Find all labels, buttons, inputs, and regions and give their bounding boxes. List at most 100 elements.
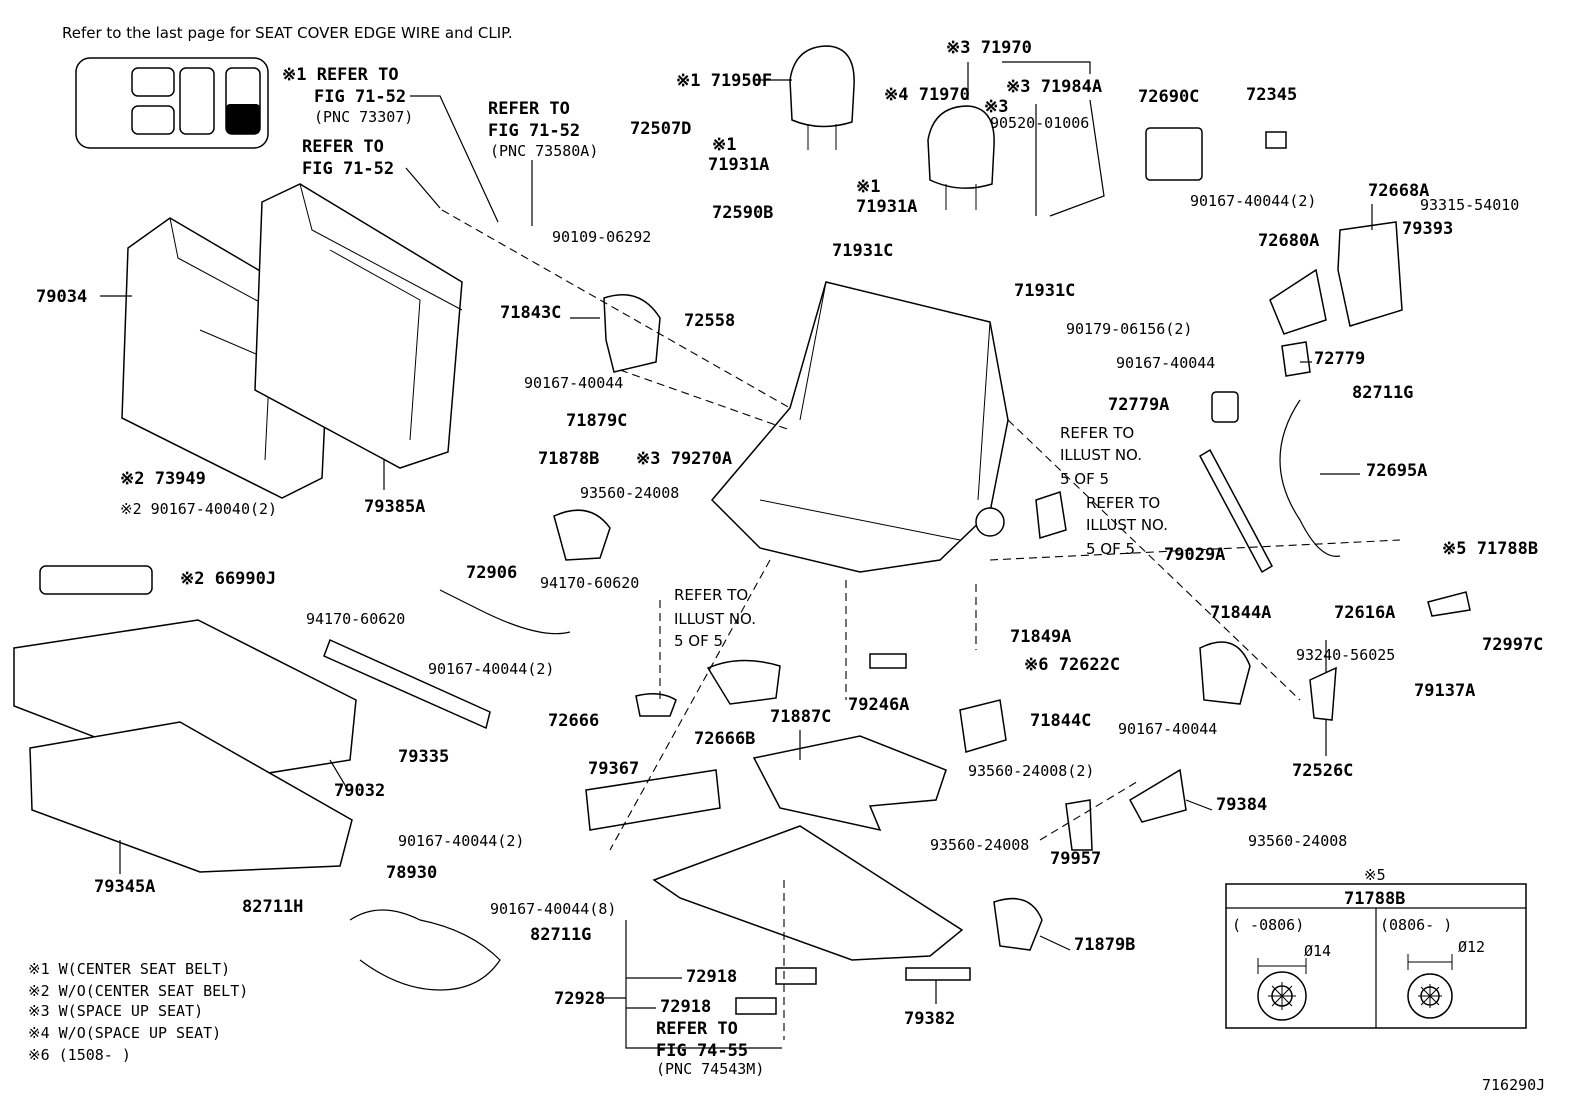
cover-79957 xyxy=(1065,799,1093,851)
label-ref2a: REFER TO xyxy=(488,99,570,119)
label-71931C-1: 71931C xyxy=(832,241,893,261)
label-ref4b: ILLUST NO. xyxy=(1060,446,1142,464)
part-labels: ※3 71970 ※1 71950F ※4 71970 ※3 71984A ※3… xyxy=(36,38,1543,1078)
cover-79382 xyxy=(905,967,971,981)
label-72680A: 72680A xyxy=(1258,231,1319,251)
label-93560-a: 93560-24008 xyxy=(580,484,679,502)
plate-71887C xyxy=(752,735,947,832)
label-79034: 79034 xyxy=(36,287,87,307)
label-90167-b: 90167-40044 xyxy=(1116,354,1215,372)
seat-frame-79270A xyxy=(710,281,1009,573)
label-ref1c: (PNC 73307) xyxy=(314,108,413,126)
label-72666B: 72666B xyxy=(694,729,755,749)
cable-72695A xyxy=(1279,399,1341,557)
label-79345A: 79345A xyxy=(94,877,155,897)
label-ref2c: (PNC 73580A) xyxy=(490,142,598,160)
label-79246A: 79246A xyxy=(848,695,909,715)
label-72779A: 72779A xyxy=(1108,395,1169,415)
cover-72779A xyxy=(1211,391,1239,423)
headrest-71950F xyxy=(789,45,855,150)
tray-66990J xyxy=(39,565,153,595)
cable-78930 xyxy=(349,909,501,991)
cover-71879B xyxy=(993,897,1043,951)
label-79384: 79384 xyxy=(1216,795,1267,815)
assembly-dash-lines xyxy=(441,209,1401,1040)
part-72616A xyxy=(1427,591,1471,617)
label-90167-2b: 90167-40044(2) xyxy=(428,660,554,678)
label-72507D: 72507D xyxy=(630,119,691,139)
label-71844C: 71844C xyxy=(1030,711,1091,731)
label-ref4c: 5 OF 5 xyxy=(1060,470,1109,488)
legend-item-4: ※4 W/O(SPACE UP SEAT) xyxy=(28,1024,221,1042)
label-93315: 93315-54010 xyxy=(1420,196,1519,214)
label-93560-d: 93560-24008 xyxy=(930,836,1029,854)
label-71887C: 71887C xyxy=(770,707,831,727)
label-90520-mark: ※3 xyxy=(984,97,1008,117)
cover-71878B xyxy=(553,509,611,561)
label-79137A: 79137A xyxy=(1414,681,1475,701)
inset-mark: ※5 xyxy=(1364,866,1386,884)
label-71950F: ※1 71950F xyxy=(676,71,772,91)
label-72695A: 72695A xyxy=(1366,461,1427,481)
label-71931A-mark2: ※1 xyxy=(856,177,880,197)
cover-71844C xyxy=(959,699,1007,753)
label-90167-2c: 90167-40044(2) xyxy=(398,832,524,850)
label-90167-c: 90167-40044 xyxy=(1118,720,1217,738)
washer-small-icon xyxy=(1407,954,1453,1019)
inset-col2-range: (0806- ) xyxy=(1380,916,1452,934)
label-ref5a: REFER TO xyxy=(1086,494,1160,512)
label-73949: ※2 73949 xyxy=(120,469,206,489)
label-ref7c: (PNC 74543M) xyxy=(656,1060,764,1078)
label-ref7b: FIG 74-55 xyxy=(656,1041,748,1061)
label-71931A-2: 71931A xyxy=(856,197,917,217)
seat-locator-icon xyxy=(75,57,269,149)
label-ref5c: 5 OF 5 xyxy=(1086,540,1135,558)
label-72928: 72928 xyxy=(554,989,605,1009)
inset-col1-dia: Ø14 xyxy=(1304,942,1331,960)
tray-72928 xyxy=(652,825,964,961)
label-90109: 90109-06292 xyxy=(552,228,651,246)
label-94170-a: 94170-60620 xyxy=(306,610,405,628)
label-72690C: 72690C xyxy=(1138,87,1199,107)
label-71984A: ※3 71984A xyxy=(1006,77,1102,97)
cover-72918b xyxy=(735,997,777,1015)
cover-72779 xyxy=(1281,341,1311,377)
label-72666: 72666 xyxy=(548,711,599,731)
label-93560-c: 93560-24008 xyxy=(1248,832,1347,850)
label-72779: 72779 xyxy=(1314,349,1365,369)
label-79270A: ※3 79270A xyxy=(636,449,732,469)
clip-72345 xyxy=(1265,131,1287,149)
gas-strut-79029A xyxy=(1199,448,1273,574)
label-71879B: 71879B xyxy=(1074,935,1135,955)
label-90179: 90179-06156(2) xyxy=(1066,320,1192,338)
label-ref1a: ※1 REFER TO xyxy=(282,65,399,85)
label-72918-a: 72918 xyxy=(686,967,737,987)
label-82711G-1: 82711G xyxy=(1352,383,1413,403)
label-ref5b: ILLUST NO. xyxy=(1086,516,1168,534)
switch-72690C xyxy=(1145,127,1203,181)
label-ref6b: ILLUST NO. xyxy=(674,610,756,628)
legend-item-5: ※6 (1508- ) xyxy=(28,1046,131,1064)
label-71788B: ※5 71788B xyxy=(1442,539,1538,559)
label-72622C: ※6 72622C xyxy=(1024,655,1120,675)
label-71970-top: ※3 71970 xyxy=(946,38,1032,58)
handle-72526C xyxy=(1309,666,1337,721)
legend-item-1: ※1 W(CENTER SEAT BELT) xyxy=(28,960,230,978)
label-90167-2a: 90167-40044(2) xyxy=(1190,192,1316,210)
label-72668A: 72668A xyxy=(1368,181,1429,201)
bracket-72680A xyxy=(1269,268,1327,335)
label-71844A: 71844A xyxy=(1210,603,1271,623)
cover-72918a xyxy=(775,967,817,985)
label-71878B: 71878B xyxy=(538,449,599,469)
inset-col1-range: ( -0806) xyxy=(1232,916,1304,934)
label-ref4a: REFER TO xyxy=(1060,424,1134,442)
seatback-79385A xyxy=(254,183,463,469)
label-72906: 72906 xyxy=(466,563,517,583)
label-72590B: 72590B xyxy=(712,203,773,223)
label-93240: 93240-56025 xyxy=(1296,646,1395,664)
label-72997C: 72997C xyxy=(1482,635,1543,655)
label-ref3b: FIG 71-52 xyxy=(302,159,394,179)
cover-72666B xyxy=(706,659,781,705)
washer-large-icon xyxy=(1257,958,1307,1021)
label-ref7a: REFER TO xyxy=(656,1019,738,1039)
